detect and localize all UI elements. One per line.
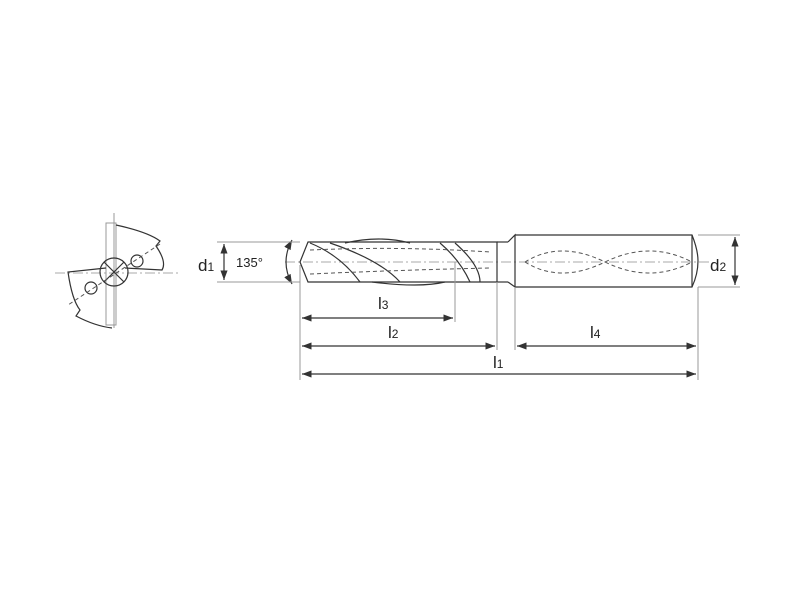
- drill-end-view: [55, 213, 180, 329]
- dimension-lines: [217, 234, 740, 380]
- angle-label: 135°: [236, 255, 263, 270]
- label-l2: l2: [388, 323, 399, 342]
- label-d1: d1: [198, 256, 214, 275]
- label-d2: d2: [710, 256, 726, 275]
- label-l4: l4: [590, 323, 601, 342]
- label-l3: l3: [378, 294, 389, 313]
- label-l1: l1: [493, 353, 504, 372]
- drill-side-view: [284, 233, 710, 289]
